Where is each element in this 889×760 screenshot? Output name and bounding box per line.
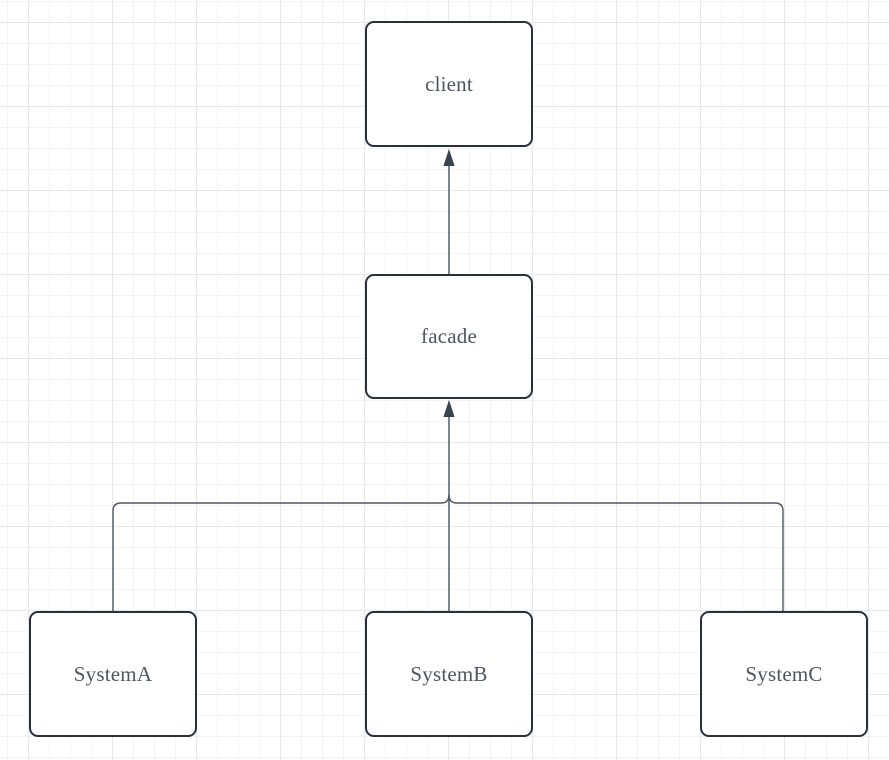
edge-systemA-to-facade[interactable] xyxy=(112,494,450,611)
node-label: client xyxy=(425,71,473,96)
node-label: SystemC xyxy=(745,661,823,686)
arrowhead-icon xyxy=(443,400,455,417)
node-client[interactable]: client xyxy=(365,21,533,147)
node-systemC[interactable]: SystemC xyxy=(700,611,868,737)
node-label: SystemB xyxy=(410,661,488,686)
arrowhead-icon xyxy=(443,149,455,166)
node-label: facade xyxy=(421,324,477,348)
node-label: SystemA xyxy=(73,661,153,686)
edge-systemC-to-facade[interactable] xyxy=(448,494,784,611)
node-systemB[interactable]: SystemB xyxy=(365,611,533,737)
node-systemA[interactable]: SystemA xyxy=(29,611,197,737)
edge-facade-to-client[interactable] xyxy=(443,149,455,274)
edge-systemB-to-facade[interactable] xyxy=(443,400,455,611)
node-facade[interactable]: facade xyxy=(365,274,533,399)
